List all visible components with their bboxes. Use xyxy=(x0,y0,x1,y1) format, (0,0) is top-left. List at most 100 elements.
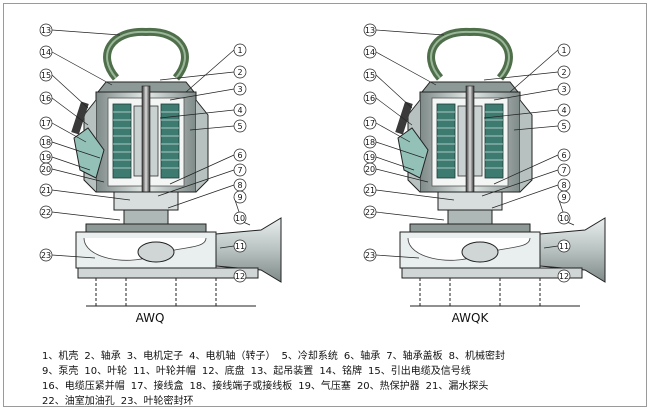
callout-number: 7 xyxy=(561,166,566,175)
callout-number: 13 xyxy=(41,26,51,35)
callout-number: 23 xyxy=(41,251,51,260)
callout-circle xyxy=(233,82,247,96)
leader-line xyxy=(185,49,235,93)
callout-number: 11 xyxy=(559,242,569,251)
pump-awqk-drawing xyxy=(395,32,605,306)
legend-item: 23、叶轮密封环 xyxy=(120,396,194,407)
callout-circle xyxy=(557,82,571,96)
callout-circle xyxy=(233,119,247,133)
callout-circle xyxy=(39,135,53,149)
callout-number: 22 xyxy=(41,208,51,217)
leader-line xyxy=(51,141,101,159)
leader-line xyxy=(51,97,89,126)
callout-circle xyxy=(233,269,247,283)
callout-circle xyxy=(233,239,247,253)
callout-labels: 1314151617181920212223123456789101112131… xyxy=(39,23,575,283)
leader-line xyxy=(375,29,445,36)
callout-number: 18 xyxy=(41,138,51,147)
leader-line xyxy=(159,109,235,119)
callout-number: 11 xyxy=(235,242,245,251)
callout-circle xyxy=(557,163,571,177)
callout-number: 12 xyxy=(559,272,569,281)
legend-item: 21、漏水探头 xyxy=(425,381,489,392)
callout-number: 4 xyxy=(561,106,566,115)
callout-number: 9 xyxy=(561,193,566,202)
callout-circle xyxy=(363,45,377,59)
callout-number: 8 xyxy=(561,181,566,190)
callout-number: 5 xyxy=(561,122,566,131)
callout-circle xyxy=(557,190,571,204)
leader-line xyxy=(509,49,559,93)
legend-item: 14、铭牌 xyxy=(319,366,363,377)
callout-circle xyxy=(363,91,377,105)
callout-number: 21 xyxy=(41,186,51,195)
callout-circle xyxy=(363,183,377,197)
callout-circle xyxy=(363,116,377,130)
callout-number: 23 xyxy=(365,251,375,260)
legend-item: 15、引出电缆及信号线 xyxy=(368,366,471,377)
legend-item: 20、热保护器 xyxy=(356,381,420,392)
callout-circle xyxy=(233,163,247,177)
leader-line xyxy=(167,184,235,209)
callout-number: 14 xyxy=(365,48,375,57)
callout-number: 8 xyxy=(237,181,242,190)
legend-item: 7、轴承盖板 xyxy=(386,351,443,362)
leader-line xyxy=(169,154,235,185)
leader-line xyxy=(513,125,559,131)
callout-number: 1 xyxy=(561,46,566,55)
leader-line xyxy=(375,156,415,171)
model-title-awqk: AWQK xyxy=(452,311,490,325)
callout-circle xyxy=(233,190,247,204)
callout-number: 13 xyxy=(365,26,375,35)
callout-number: 9 xyxy=(237,193,242,202)
leader-line xyxy=(375,211,445,221)
callout-number: 4 xyxy=(237,106,242,115)
callout-number: 14 xyxy=(41,48,51,57)
leader-line xyxy=(375,168,429,183)
leader-line xyxy=(375,141,425,159)
leader-line xyxy=(51,74,89,109)
legend-item: 4、电机轴（转子） xyxy=(189,351,276,362)
legend-item: 11、叶轮并帽 xyxy=(133,366,196,377)
callout-number: 12 xyxy=(235,272,245,281)
callout-number: 17 xyxy=(41,119,51,128)
callout-number: 3 xyxy=(561,85,566,94)
callout-number: 19 xyxy=(41,153,51,162)
callout-circle xyxy=(363,68,377,82)
leader-line xyxy=(219,245,235,249)
callout-number: 5 xyxy=(237,122,242,131)
callout-number: 1 xyxy=(237,46,242,55)
callout-circle xyxy=(39,91,53,105)
leader-line xyxy=(189,125,235,131)
leader-line xyxy=(51,51,113,86)
callout-number: 3 xyxy=(237,85,242,94)
callout-number: 19 xyxy=(365,153,375,162)
callout-circle xyxy=(557,119,571,133)
callout-circle xyxy=(557,65,571,79)
leader-line xyxy=(375,254,420,259)
legend-item: 9、泵壳 xyxy=(42,366,79,377)
leader-line xyxy=(481,169,559,197)
leader-line xyxy=(543,245,559,249)
legend-item: 1、机壳 xyxy=(42,351,79,362)
callout-circle xyxy=(557,269,571,283)
callout-circle xyxy=(39,116,53,130)
callout-number: 17 xyxy=(365,119,375,128)
callout-number: 20 xyxy=(365,165,375,174)
model-title-awq: AWQ xyxy=(136,311,165,325)
leader-line xyxy=(51,29,121,36)
callout-circle xyxy=(39,68,53,82)
legend-item: 19、气压塞 xyxy=(298,381,351,392)
callout-circle xyxy=(233,211,247,225)
callout-number: 22 xyxy=(365,208,375,217)
legend-item: 17、接线盒 xyxy=(130,381,184,392)
leader-line xyxy=(375,51,437,86)
legend-item: 10、叶轮 xyxy=(84,366,128,377)
callout-number: 6 xyxy=(561,151,566,160)
leader-line xyxy=(51,189,131,201)
legend-item: 8、机械密封 xyxy=(448,351,505,362)
leader-line xyxy=(51,168,105,183)
